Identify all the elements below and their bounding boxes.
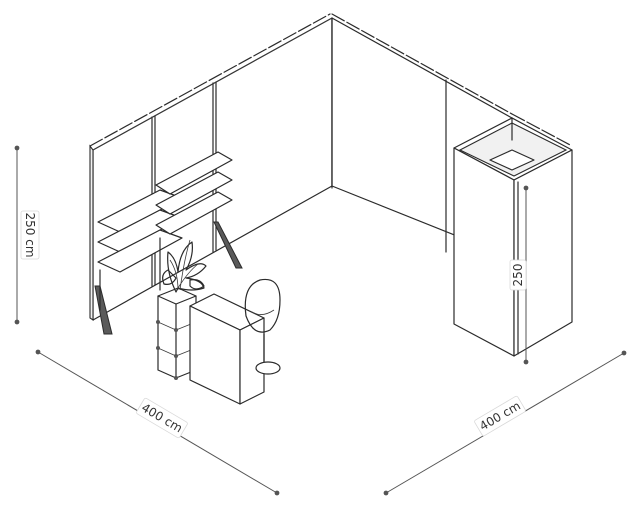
wall-shelves [94, 151, 243, 335]
dimension-width-right: 400 cm [383, 350, 627, 496]
plant [162, 239, 207, 293]
height-cabin-label: 250 [511, 264, 525, 287]
dimension-height-cabin: 250 [509, 185, 529, 365]
dimension-height-left: 250 cm [14, 145, 40, 325]
counter [189, 293, 265, 405]
storage-cabin [453, 117, 573, 357]
chair [244, 278, 281, 375]
height-left-label: 250 cm [23, 212, 37, 257]
